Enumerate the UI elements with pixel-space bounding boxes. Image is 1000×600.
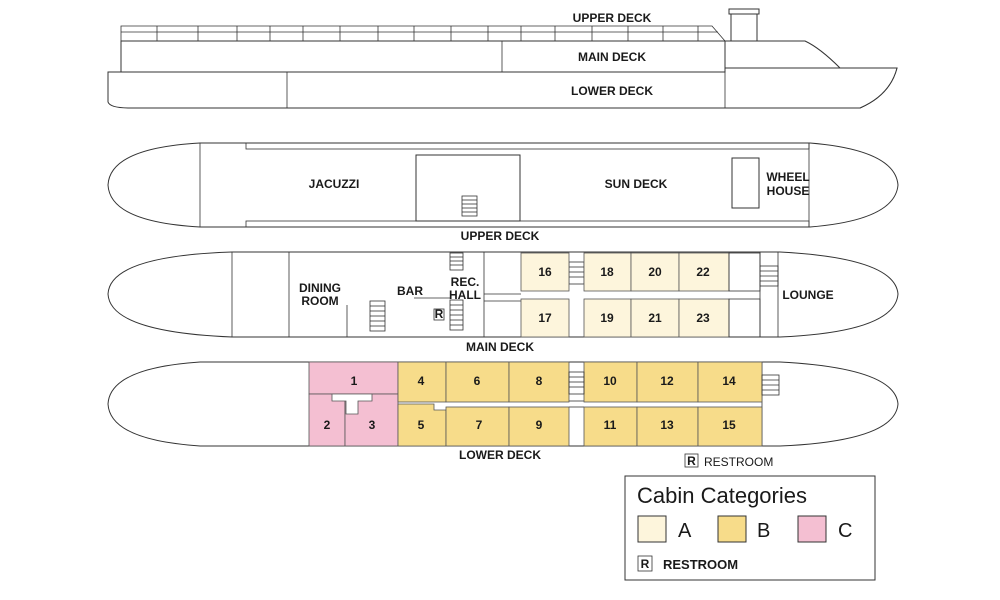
cabin-15 bbox=[697, 406, 763, 447]
cabin-22 bbox=[678, 252, 730, 292]
wheel-house-label-2: HOUSE bbox=[767, 184, 810, 198]
main-deck-plan-title: MAIN DECK bbox=[466, 340, 534, 354]
cabin-17 bbox=[520, 298, 570, 338]
ship-profile: UPPER DECK MAIN DECK LOWER DECK bbox=[107, 8, 898, 109]
cabin-11 bbox=[583, 406, 638, 447]
restroom-note-label: RESTROOM bbox=[704, 455, 773, 469]
wheel-house-label-1: WHEEL bbox=[766, 170, 809, 184]
cabin-13-label: 13 bbox=[660, 418, 674, 432]
main-deck-restroom-icon bbox=[433, 308, 445, 321]
cabin-19-label: 19 bbox=[600, 311, 614, 325]
lounge-label: LOUNGE bbox=[782, 288, 833, 302]
cabin-categories-legend: Cabin Categories A B C R RESTROOM bbox=[624, 475, 876, 581]
cabin-21-label: 21 bbox=[648, 311, 662, 325]
cabin-22-label: 22 bbox=[696, 265, 710, 279]
lower-deck-plan: 1 2 3 4 5 6 7 8 9 10 11 12 13 14 15 LOWE… bbox=[107, 361, 899, 462]
rec-hall-label-1: REC. bbox=[451, 275, 480, 289]
bar-label: BAR bbox=[397, 284, 423, 298]
legend-title: Cabin Categories bbox=[637, 483, 807, 508]
cabin-7-label: 7 bbox=[476, 418, 483, 432]
cabin-20 bbox=[630, 252, 680, 292]
legend-swatch-c bbox=[797, 515, 827, 543]
main-deck-restroom-symbol: R bbox=[435, 307, 444, 321]
cabin-9-label: 9 bbox=[536, 418, 543, 432]
lower-deck-stairs-mid bbox=[568, 371, 585, 395]
lower-deck-stairs-aft bbox=[761, 374, 780, 396]
jacuzzi-label: JACUZZI bbox=[309, 177, 360, 191]
cabin-18 bbox=[583, 252, 632, 292]
cabin-6-label: 6 bbox=[474, 374, 481, 388]
cabin-17-label: 17 bbox=[538, 311, 552, 325]
cabin-14 bbox=[697, 361, 763, 403]
legend-label-a: A bbox=[678, 520, 692, 542]
cabin-18-label: 18 bbox=[600, 265, 614, 279]
main-deck-plan: R 16 17 18 19 20 21 22 23 DINING ROOM BA… bbox=[107, 251, 899, 354]
dining-room-label-1: DINING bbox=[299, 281, 341, 295]
legend-label-b: B bbox=[757, 520, 770, 542]
cabin-5-label: 5 bbox=[418, 418, 425, 432]
legend-swatch-b bbox=[717, 515, 747, 543]
cabin-8 bbox=[508, 361, 570, 403]
legend-restroom-icon bbox=[637, 555, 653, 572]
cabin-12-label: 12 bbox=[660, 374, 674, 388]
profile-upper-deck-label: UPPER DECK bbox=[573, 11, 652, 25]
restroom-icon bbox=[684, 453, 699, 468]
cabin-11-label: 11 bbox=[604, 418, 617, 432]
cabin-23-label: 23 bbox=[696, 311, 710, 325]
cabin-20-label: 20 bbox=[648, 265, 662, 279]
cabin-1-label: 1 bbox=[351, 374, 358, 388]
restroom-note-symbol: R bbox=[687, 454, 696, 468]
cabin-2-label: 2 bbox=[324, 418, 331, 432]
sun-deck-label: SUN DECK bbox=[605, 177, 668, 191]
cabin-3-label: 3 bbox=[369, 418, 376, 432]
legend-restroom-symbol: R bbox=[641, 557, 650, 571]
cabin-23 bbox=[678, 298, 730, 338]
cabin-16-label: 16 bbox=[538, 265, 552, 279]
main-deck-stairs-rec-hall bbox=[449, 299, 464, 331]
cabin-10-label: 10 bbox=[603, 374, 617, 388]
upper-deck-plan: JACUZZI SUN DECK WHEEL HOUSE UPPER DECK bbox=[107, 142, 899, 243]
cabin-15-label: 15 bbox=[722, 418, 736, 432]
cabin-9 bbox=[508, 406, 570, 447]
cabin-4 bbox=[397, 361, 447, 403]
cabin-14-label: 14 bbox=[722, 374, 736, 388]
cabin-8-label: 8 bbox=[536, 374, 543, 388]
main-deck-stairs-bar bbox=[369, 300, 386, 332]
upper-deck-plan-title: UPPER DECK bbox=[461, 229, 540, 243]
profile-lower-deck-label: LOWER DECK bbox=[571, 84, 653, 98]
legend-swatch-a bbox=[637, 515, 667, 543]
dining-room-label-2: ROOM bbox=[301, 294, 338, 308]
cabin-4-label: 4 bbox=[418, 374, 425, 388]
legend-restroom-label: RESTROOM bbox=[663, 557, 738, 572]
rec-hall-label-2: HALL bbox=[449, 288, 481, 302]
cabin-2 bbox=[308, 393, 346, 447]
restroom-note: R RESTROOM bbox=[684, 453, 773, 469]
legend-label-c: C bbox=[838, 520, 852, 542]
profile-main-deck-label: MAIN DECK bbox=[578, 50, 646, 64]
lower-deck-plan-title: LOWER DECK bbox=[459, 448, 541, 462]
upper-deck-stairs bbox=[461, 195, 478, 217]
cabin-16 bbox=[520, 252, 570, 292]
cabin-19 bbox=[583, 298, 632, 338]
main-deck-stairs-rec-hall-top bbox=[449, 252, 464, 271]
cabin-7 bbox=[445, 406, 510, 447]
cabin-13 bbox=[636, 406, 699, 447]
